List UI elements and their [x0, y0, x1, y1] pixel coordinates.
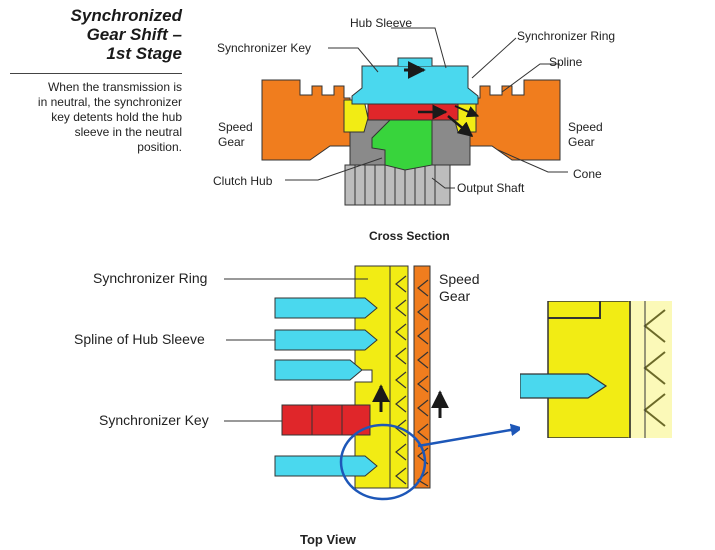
label-synchronizer-key-top: Synchronizer Key [217, 41, 311, 55]
label-top-synchronizer-key: Synchronizer Key [99, 412, 209, 428]
top-synchronizer-key [281, 404, 371, 436]
ring-teeth [395, 275, 407, 485]
description-line-3: key detents hold the hub [51, 110, 182, 124]
sleeve-spline-1 [274, 297, 378, 319]
label-top-speed-gear-2: Gear [439, 288, 470, 304]
cross-section-leaders [285, 27, 568, 189]
gear-teeth [416, 279, 429, 487]
ring-force-arrow [447, 115, 474, 137]
label-cone: Cone [573, 167, 602, 181]
label-synchronizer-ring-top: Synchronizer Ring [517, 29, 615, 43]
label-speed-gear-right-2: Gear [568, 135, 595, 149]
clutch-hub [371, 117, 433, 171]
label-hub-sleeve: Hub Sleeve [350, 16, 412, 30]
cross-section: Hub Sleeve Synchronizer Key Synchronizer… [213, 16, 615, 243]
caption-top-view: Top View [300, 532, 357, 547]
title-line-3: 1st Stage [106, 44, 182, 63]
magnifier-circle [339, 423, 427, 501]
description-line-4: sleeve in the neutral [74, 125, 182, 139]
label-top-synchronizer-ring: Synchronizer Ring [93, 270, 207, 286]
description-line-1: When the transmission is [47, 80, 182, 94]
description-line-2: in neutral, the synchronizer [37, 95, 182, 109]
title-line-2: Gear Shift – [86, 25, 182, 44]
sleeve-spline-2 [274, 329, 378, 351]
title-line-1: Synchronized [70, 6, 182, 25]
description-line-5: position. [137, 140, 182, 154]
magnifier-pointer [417, 423, 524, 448]
sleeve-spline-4 [274, 455, 378, 477]
label-spline-of-hub-sleeve: Spline of Hub Sleeve [74, 331, 205, 347]
top-view-leaders [224, 278, 368, 422]
title-divider [10, 73, 182, 74]
speed-gear-left [261, 79, 351, 161]
description: When the transmission is in neutral, the… [14, 80, 182, 155]
synchronizer-ring-left [343, 99, 369, 133]
hub-sleeve [351, 65, 479, 105]
label-speed-gear-right-1: Speed [568, 120, 603, 134]
output-shaft [344, 164, 451, 206]
top-view: Synchronizer Ring Spline of Hub Sleeve S… [74, 265, 672, 547]
label-clutch-hub: Clutch Hub [213, 174, 273, 188]
label-spline: Spline [549, 55, 583, 69]
caption-cross-section: Cross Section [369, 229, 450, 243]
label-speed-gear-left-2: Gear [218, 135, 245, 149]
zoom-detail [520, 301, 672, 438]
label-output-shaft: Output Shaft [457, 181, 525, 195]
diagram-title: Synchronized Gear Shift – 1st Stage [12, 6, 182, 63]
label-speed-gear-left-1: Speed [218, 120, 253, 134]
speed-gear-right [469, 79, 561, 161]
cone-force-arrow [454, 105, 480, 118]
label-top-speed-gear-1: Speed [439, 271, 479, 287]
sleeve-spline-3 [274, 359, 363, 381]
